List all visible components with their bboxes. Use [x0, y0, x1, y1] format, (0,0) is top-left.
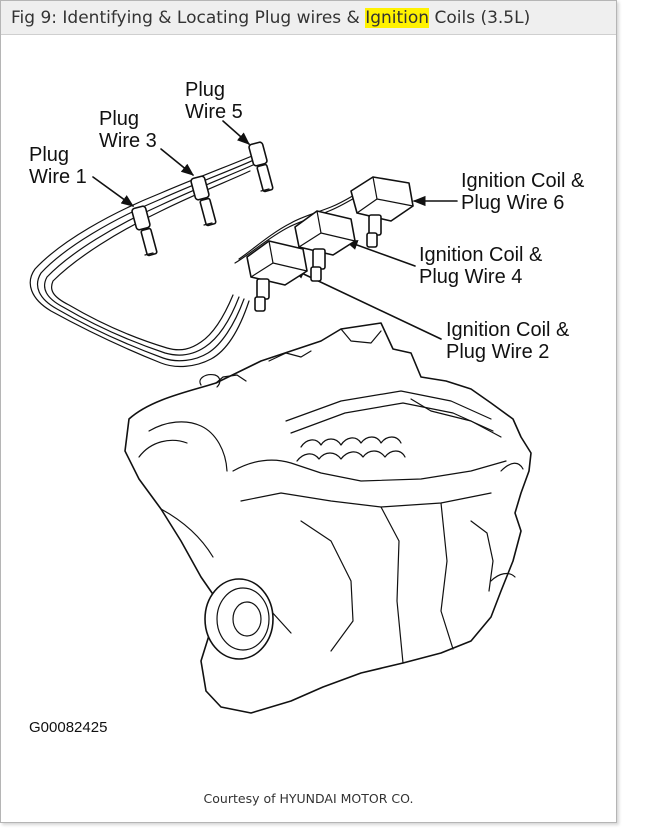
label-coil-2: Ignition Coil & Plug Wire 2 [446, 319, 570, 363]
title-highlight: Ignition [365, 8, 430, 28]
label-coil-6: Ignition Coil & Plug Wire 6 [461, 170, 585, 214]
svg-text:Plug Wire 6: Plug Wire 6 [461, 192, 564, 214]
title-text-end: Coils (3.5L) [429, 8, 531, 28]
svg-text:Ignition Coil &: Ignition Coil & [461, 170, 585, 192]
engine-block [124, 322, 532, 714]
svg-text:Wire 3: Wire 3 [99, 130, 157, 152]
plug-boot-1 [131, 205, 158, 257]
label-coil-4: Ignition Coil & Plug Wire 4 [419, 244, 543, 288]
svg-text:Plug: Plug [185, 79, 225, 101]
ignition-coil-4 [294, 210, 356, 282]
svg-text:Wire 1: Wire 1 [29, 166, 87, 188]
plug-boot-3 [190, 175, 217, 227]
plug-wire-harness [29, 152, 370, 368]
courtesy-credit: Courtesy of HYUNDAI MOTOR CO. [203, 791, 414, 806]
svg-text:Ignition Coil &: Ignition Coil & [446, 319, 570, 341]
figure-title: Fig 9: Identifying & Locating Plug wires… [1, 1, 616, 35]
ignition-coil-2 [246, 240, 308, 312]
svg-text:Plug Wire 2: Plug Wire 2 [446, 341, 549, 363]
title-text: Fig 9: Identifying & Locating Plug wires… [11, 8, 366, 28]
figure-code: G00082425 [29, 719, 107, 736]
svg-text:Plug Wire 4: Plug Wire 4 [419, 266, 522, 288]
label-plug-wire-1: Plug Wire 1 [29, 144, 87, 188]
svg-text:Plug: Plug [99, 108, 139, 130]
ignition-coil-6 [350, 176, 414, 248]
crank-pulley [204, 578, 274, 660]
svg-text:Plug: Plug [29, 144, 69, 166]
label-plug-wire-3: Plug Wire 3 [99, 108, 157, 152]
plug-boot-5 [248, 141, 274, 193]
svg-text:Ignition Coil &: Ignition Coil & [419, 244, 543, 266]
figure-frame: Fig 9: Identifying & Locating Plug wires… [0, 0, 617, 823]
svg-text:Wire 5: Wire 5 [185, 101, 243, 123]
engine-diagram: Plug Wire 5 Plug Wire 3 Plug Wire 1 Igni… [29, 79, 585, 736]
label-plug-wire-5: Plug Wire 5 [185, 79, 243, 123]
